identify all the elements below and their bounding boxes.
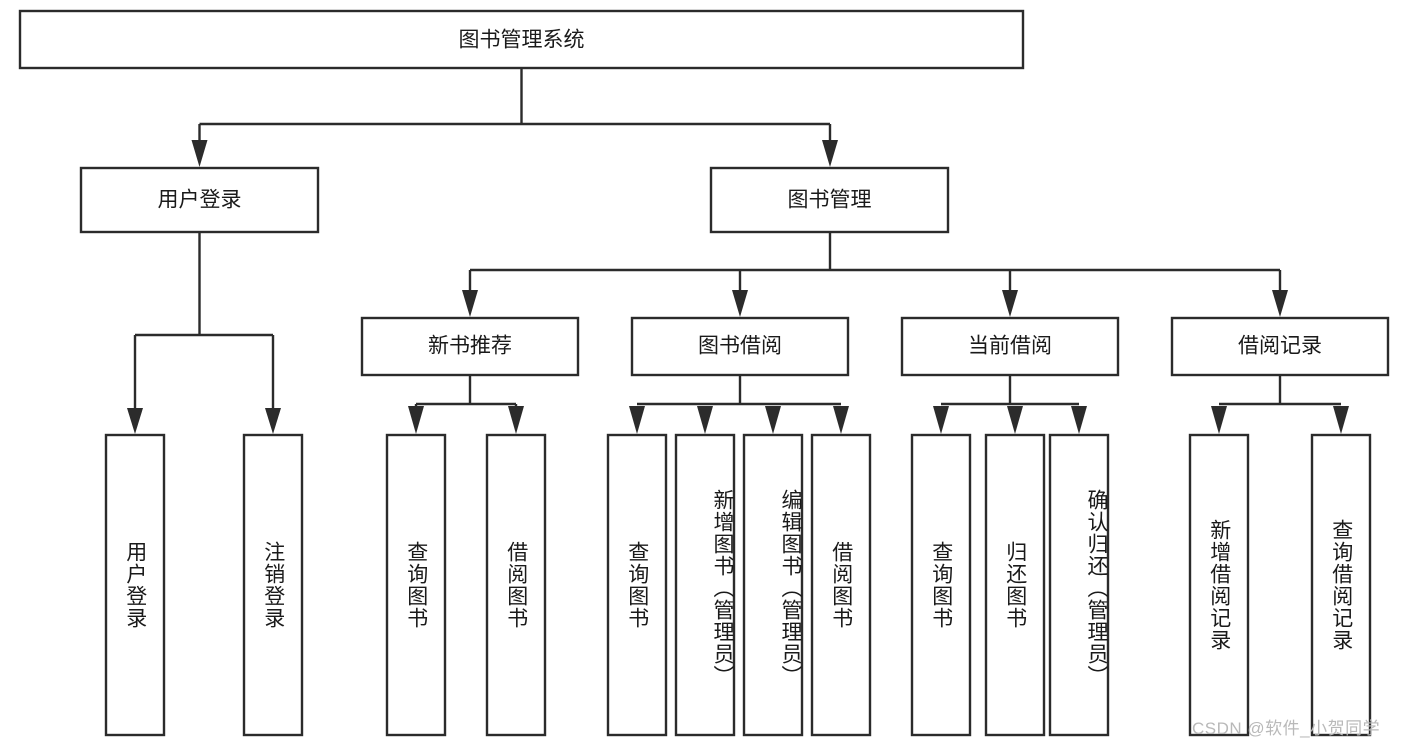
arrowhead-borrow-leaf-2: [697, 406, 713, 434]
arrowhead-record-leaf-1: [1211, 406, 1227, 434]
arrowhead-new-book: [462, 290, 478, 317]
arrowhead-leaf-logout: [265, 408, 281, 434]
arrowhead-user-login: [191, 140, 208, 167]
node-book-management[interactable]: 图书管理: [709, 166, 950, 234]
arrowhead-borrow: [732, 290, 748, 317]
node-user-login-box[interactable]: [79, 166, 320, 234]
node-new-book-recommend-label: 新书推荐: [428, 335, 512, 358]
node-current-borrow-label: 当前借阅: [968, 335, 1052, 358]
connector-group: [127, 68, 1349, 434]
arrowhead-book-mgmt: [822, 140, 838, 167]
leaf-box-confirm-return[interactable]: [1048, 433, 1110, 737]
node-book-management-box[interactable]: [709, 166, 950, 234]
watermark-text: CSDN @软件_小贺同学: [1192, 719, 1381, 738]
arrowhead-newbook-leaf-1: [408, 406, 424, 434]
arrowhead-borrow-leaf-4: [833, 406, 849, 434]
node-borrow-record[interactable]: 借阅记录: [1170, 316, 1390, 377]
leaf-box-query-book-2[interactable]: [606, 433, 668, 737]
arrowhead-borrow-leaf-3: [765, 406, 781, 434]
leaf-box-logout[interactable]: [242, 433, 304, 737]
leaf-box-query-book-3[interactable]: [910, 433, 972, 737]
node-book-borrow-label: 图书借阅: [698, 335, 782, 358]
node-book-management-label: 图书管理: [788, 189, 872, 212]
leaf-box-borrow-book-1[interactable]: [485, 433, 547, 737]
leaf-box-user-login[interactable]: [104, 433, 166, 737]
arrowhead-current-leaf-1: [933, 406, 949, 434]
node-user-login[interactable]: 用户登录: [79, 166, 320, 234]
node-book-borrow-box[interactable]: [630, 316, 850, 377]
node-new-book-recommend-box[interactable]: [360, 316, 580, 377]
leaf-box-group: [104, 433, 1372, 737]
leaf-box-return-book[interactable]: [984, 433, 1046, 737]
node-new-book-recommend[interactable]: 新书推荐: [360, 316, 580, 377]
node-root-box[interactable]: [18, 9, 1025, 70]
arrowhead-borrow-leaf-1: [629, 406, 645, 434]
node-root-label: 图书管理系统: [459, 29, 585, 52]
arrowhead-current: [1002, 290, 1018, 317]
node-user-login-label: 用户登录: [158, 189, 242, 212]
node-book-borrow[interactable]: 图书借阅: [630, 316, 850, 377]
node-current-borrow[interactable]: 当前借阅: [900, 316, 1120, 377]
leaf-box-add-record[interactable]: [1188, 433, 1250, 737]
leaf-box-query-book-1[interactable]: [385, 433, 447, 737]
node-current-borrow-box[interactable]: [900, 316, 1120, 377]
arrowhead-newbook-leaf-2: [508, 406, 524, 434]
node-borrow-record-label: 借阅记录: [1238, 335, 1322, 358]
leaf-box-add-book[interactable]: [674, 433, 736, 737]
node-borrow-record-box[interactable]: [1170, 316, 1390, 377]
node-root[interactable]: 图书管理系统: [18, 9, 1025, 70]
arrowhead-record: [1272, 290, 1288, 317]
arrowhead-leaf-user-login: [127, 408, 143, 434]
leaf-box-borrow-book-2[interactable]: [810, 433, 872, 737]
arrowhead-current-leaf-2: [1007, 406, 1023, 434]
leaf-box-query-record[interactable]: [1310, 433, 1372, 737]
arrowhead-record-leaf-2: [1333, 406, 1349, 434]
leaf-box-edit-book[interactable]: [742, 433, 804, 737]
arrowhead-current-leaf-3: [1071, 406, 1087, 434]
